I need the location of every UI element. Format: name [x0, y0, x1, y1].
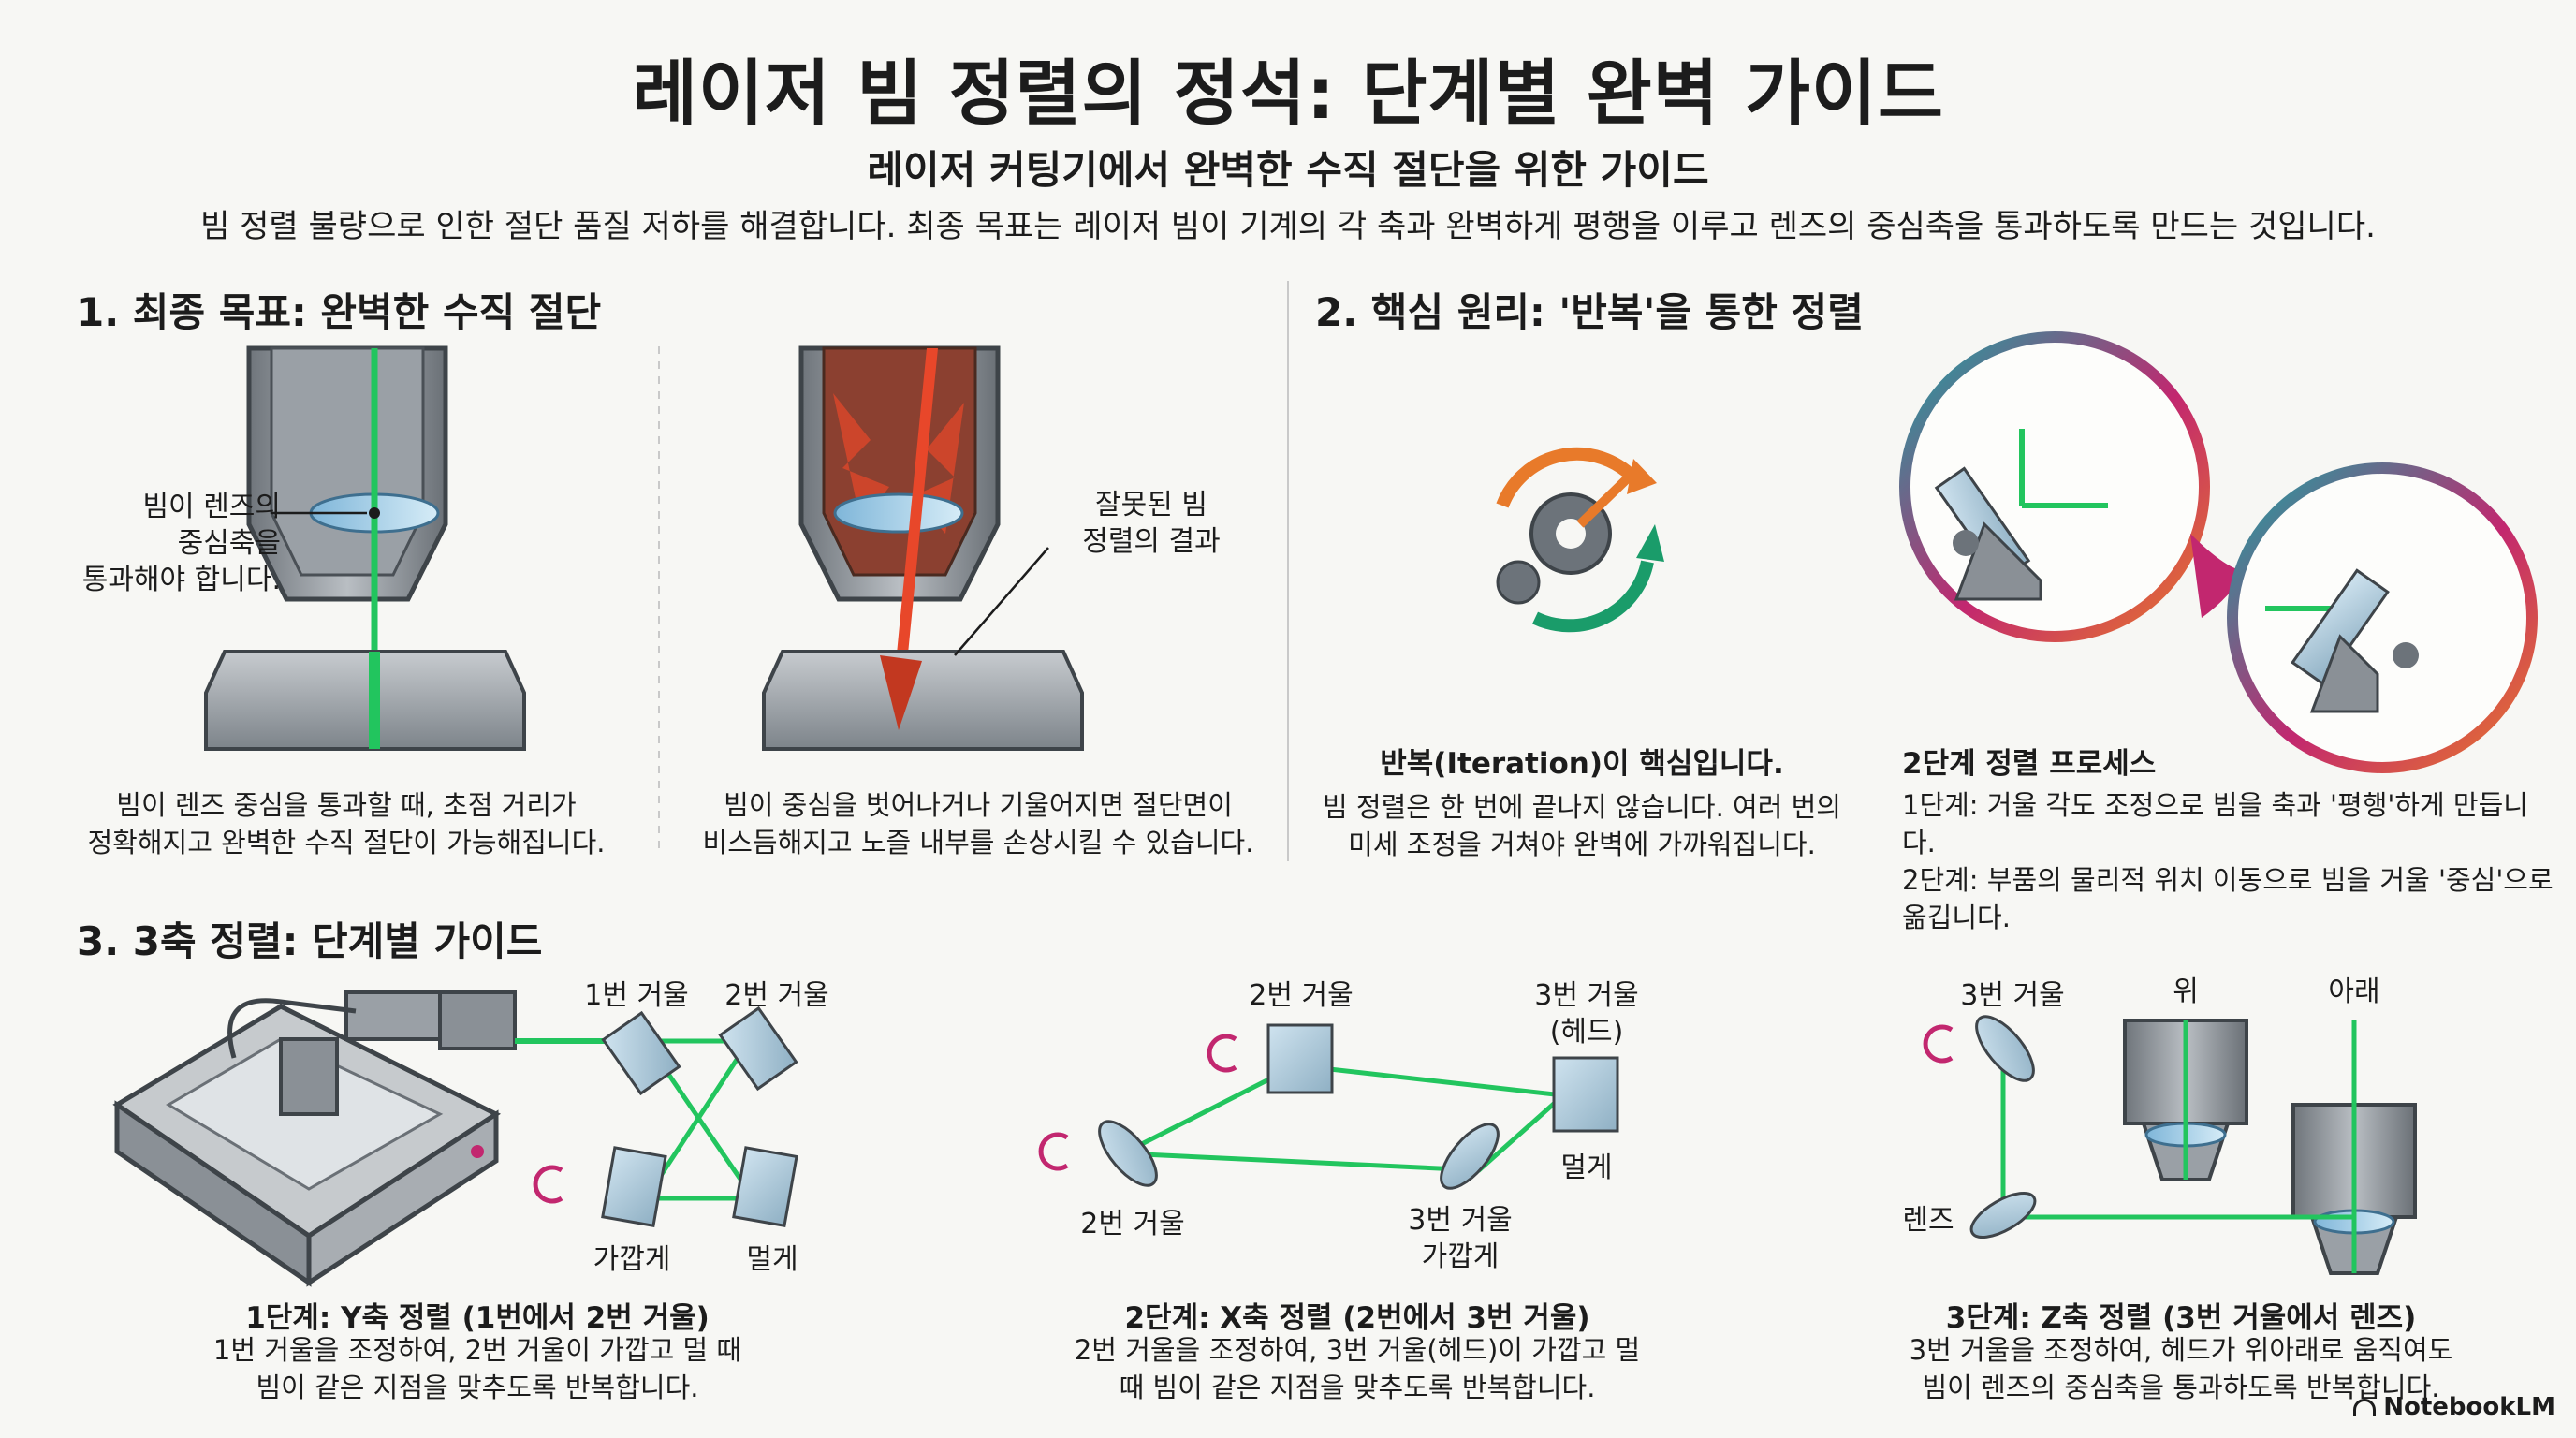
beam-step2: [1121, 1063, 1569, 1173]
iteration-line: 빔 정렬은 한 번에 끝나지 않습니다. 여러 번의: [1323, 791, 1841, 823]
nozzle-good-illustration: [204, 345, 526, 751]
step1-mirror2-label: 2번 거울: [724, 979, 829, 1012]
step1-near-label: 가깝게: [593, 1243, 671, 1276]
step2-mirror3-label: 3번 거울 (헤드): [1521, 977, 1652, 1050]
step2-line: 때 빔이 같은 지점을 맞추도록 반복합니다.: [1119, 1372, 1596, 1404]
step3-text: 3번 거울을 조정하여, 헤드가 위아래로 움직여도 빔이 렌즈의 중심축을 통…: [1881, 1331, 2481, 1406]
bad-beam-label-line: 잘못된 빔: [1095, 489, 1208, 521]
good-beam-label-line: 통과해야 합니다.: [81, 564, 281, 596]
section1-heading: 1. 최종 목표: 완벽한 수직 절단: [77, 289, 602, 335]
iteration-line: 미세 조정을 거쳐야 완벽에 가까워집니다.: [1348, 829, 1816, 861]
nozzle-bad-illustration: [762, 345, 1084, 751]
bad-caption-line: 빔이 중심을 벗어나거나 기울어지면 절단면이: [724, 789, 1233, 821]
mirrors-step1: [533, 1005, 798, 1228]
notebooklm-brand: NotebookLM: [2353, 1393, 2555, 1421]
iteration-gears-icon: [1496, 447, 1664, 633]
brand-name: NotebookLM: [2383, 1393, 2555, 1421]
step3-down-label: 아래: [2328, 976, 2380, 1008]
step2-mirror2-left-label: 2번 거울: [1080, 1208, 1185, 1240]
process-title: 2단계 정렬 프로세스: [1902, 747, 2157, 781]
bad-caption-line: 비스듬해지고 노즐 내부를 손상시킬 수 있습니다.: [702, 827, 1254, 859]
step3-up-label: 위: [2173, 976, 2199, 1008]
step1-line: 1번 거울을 조정하여, 2번 거울이 가깝고 멀 때: [212, 1334, 742, 1366]
step3-title: 3단계: Z축 정렬 (3번 거울에서 렌즈): [1945, 1301, 2417, 1335]
notebooklm-logo-icon: [2353, 1399, 2377, 1416]
good-beam-label-line: 빔이 렌즈의: [142, 491, 281, 523]
step1-title: 1단계: Y축 정렬 (1번에서 2번 거울): [245, 1301, 710, 1335]
step2-mirror2-top-label: 2번 거울: [1249, 979, 1354, 1012]
process-text: 1단계: 거울 각도 조정으로 빔을 축과 '평행'하게 만듭니다. 2단계: …: [1902, 786, 2557, 936]
step1-far-label: 멀게: [746, 1243, 798, 1276]
step3-line: 3번 거울을 조정하여, 헤드가 위아래로 움직여도: [1909, 1334, 2453, 1366]
section2-heading: 2. 핵심 원리: '반복'을 통한 정렬: [1315, 289, 1864, 335]
step2-mirror3-near-line: 가깝게: [1421, 1240, 1500, 1273]
page-title: 레이저 빔 정렬의 정석: 단계별 완벽 가이드: [632, 51, 1944, 135]
good-caption: 빔이 렌즈 중심을 통과할 때, 초점 거리가 정확해지고 완벽한 수직 절단이…: [75, 786, 618, 861]
process-circles-illustration: [1899, 331, 2538, 773]
step2-mirror3-line: 3번 거울: [1534, 979, 1639, 1012]
bad-beam-label-line: 정렬의 결과: [1082, 525, 1221, 558]
page-subtitle: 레이저 커팅기에서 완벽한 수직 절단을 위한 가이드: [867, 147, 1709, 193]
process-line: 1단계: 거울 각도 조정으로 빔을 축과 '평행'하게 만듭니다.: [1902, 789, 2528, 859]
step1-text: 1번 거울을 조정하여, 2번 거울이 가깝고 멀 때 빔이 같은 지점을 맞추…: [178, 1331, 777, 1406]
step2-line: 2번 거울을 조정하여, 3번 거울(헤드)이 가깝고 멀: [1074, 1334, 1641, 1366]
step2-text: 2번 거울을 조정하여, 3번 거울(헤드)이 가깝고 멀 때 빔이 같은 지점…: [1039, 1331, 1676, 1406]
process-line: 2단계: 부품의 물리적 위치 이동으로 빔을 거울 '중심'으로: [1902, 864, 2554, 897]
step3-lens-label: 렌즈: [1902, 1204, 1954, 1237]
good-caption-line: 정확해지고 완벽한 수직 절단이 가능해집니다.: [87, 827, 606, 859]
section3-heading: 3. 3축 정렬: 단계별 가이드: [77, 918, 543, 964]
step2-mirror3-line: (헤드): [1549, 1016, 1624, 1049]
iteration-text: 빔 정렬은 한 번에 끝나지 않습니다. 여러 번의 미세 조정을 거쳐야 완벽…: [1320, 788, 1844, 863]
step3-line: 빔이 렌즈의 중심축을 통과하도록 반복합니다.: [1922, 1372, 2440, 1404]
process-line: 옮깁니다.: [1902, 902, 2011, 934]
good-beam-label: 빔이 렌즈의 중심축을 통과해야 합니다.: [75, 489, 281, 598]
good-caption-line: 빔이 렌즈 중심을 통과할 때, 초점 거리가: [116, 789, 577, 821]
page-intro: 빔 정렬 불량으로 인한 절단 품질 저하를 해결합니다. 최종 목표는 레이저…: [200, 208, 2376, 245]
step2-mirror3-near-line: 3번 거울: [1408, 1204, 1513, 1237]
bad-caption: 빔이 중심을 벗어나거나 기울어지면 절단면이 비스듬해지고 노즐 내부를 손상…: [697, 786, 1259, 861]
iteration-title: 반복(Iteration)이 핵심입니다.: [1380, 747, 1784, 781]
step2-mirror3-near-label: 3번 거울 가깝게: [1395, 1202, 1526, 1275]
mirrors-step2: [1038, 1023, 1619, 1190]
good-beam-label-line: 중심축을: [177, 527, 281, 560]
step3-mirror3-label: 3번 거울: [1960, 979, 2065, 1012]
step2-far-label: 멀게: [1560, 1152, 1613, 1184]
laser-machine-illustration: [112, 990, 517, 1287]
step1-line: 빔이 같은 지점을 맞추도록 반복합니다.: [256, 1372, 699, 1404]
beam-step3: [1923, 1015, 2357, 1273]
step2-title: 2단계: X축 정렬 (2번에서 3번 거울): [1124, 1301, 1590, 1335]
heads-step3: [2123, 1019, 2417, 1275]
step1-mirror1-label: 1번 거울: [584, 979, 689, 1012]
bad-beam-label: 잘못된 빔 정렬의 결과: [1048, 487, 1254, 560]
